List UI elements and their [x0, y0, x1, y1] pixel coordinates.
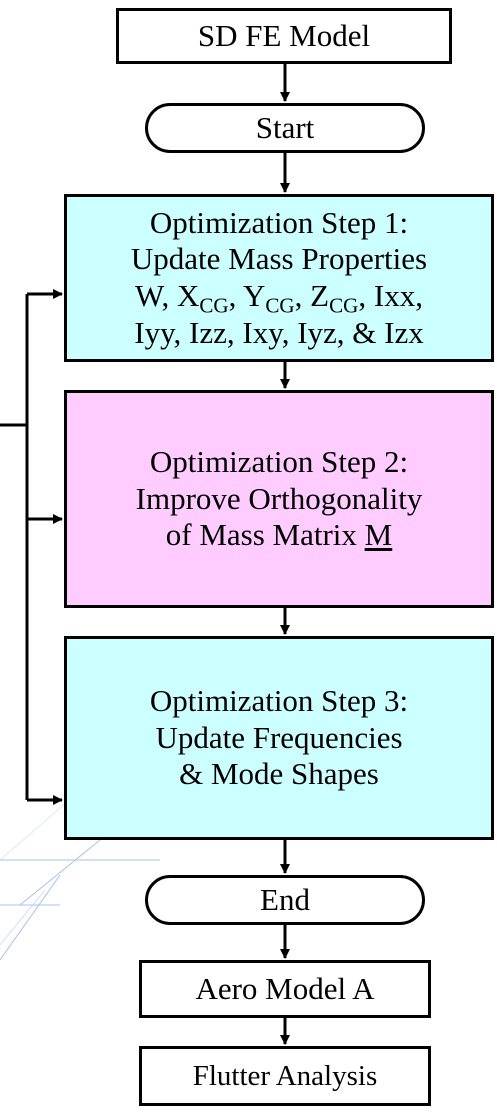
mass-matrix-symbol: M	[364, 517, 393, 553]
flutter-analysis-label: Flutter Analysis	[192, 1059, 378, 1092]
step2-subtitle: Improve Orthogonality	[135, 480, 423, 516]
optimization-step-1-box: Optimization Step 1: Update Mass Propert…	[64, 194, 494, 362]
end-terminal: End	[145, 875, 425, 925]
optimization-step-2-box: Optimization Step 2: Improve Orthogonali…	[64, 390, 494, 608]
step3-title: Optimization Step 3:	[149, 683, 409, 719]
step3-subtitle: Update Frequencies	[155, 719, 403, 755]
step2-mass-matrix: of Mass Matrix M	[165, 517, 393, 553]
step2-title: Optimization Step 2:	[149, 444, 409, 480]
step1-title: Optimization Step 1:	[149, 204, 409, 240]
start-label: Start	[255, 110, 315, 145]
sd-fe-model-label: SD FE Model	[197, 18, 371, 53]
flutter-analysis-box: Flutter Analysis	[139, 1046, 431, 1106]
step1-parameters: W, XCG, YCG, ZCG, Ixx,	[135, 278, 423, 318]
step1-inertia-terms: Iyy, Izz, Ixy, Iyz, & Izx	[134, 314, 424, 350]
start-terminal: Start	[145, 103, 425, 153]
end-label: End	[260, 882, 310, 917]
aero-model-label: Aero Model A	[195, 971, 375, 1006]
step1-subtitle: Update Mass Properties	[130, 241, 428, 277]
aero-model-box: Aero Model A	[139, 960, 431, 1018]
step3-mode-shapes: & Mode Shapes	[179, 756, 379, 792]
optimization-step-3-box: Optimization Step 3: Update Frequencies …	[64, 636, 494, 840]
sd-fe-model-box: SD FE Model	[116, 8, 452, 64]
